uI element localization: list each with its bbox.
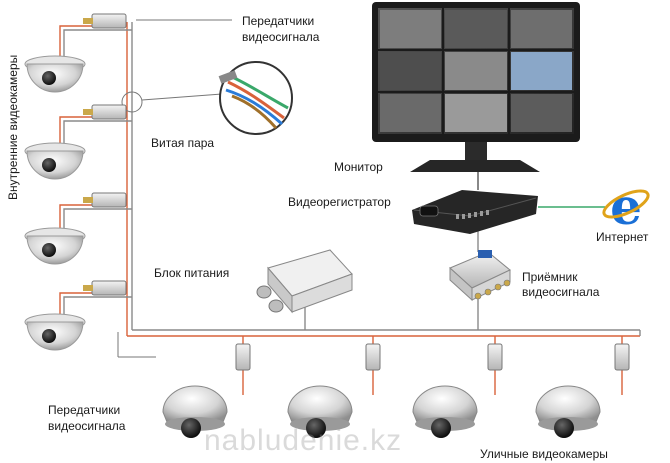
video-balun-icon bbox=[487, 343, 503, 371]
dome-camera-icon bbox=[24, 142, 86, 180]
label-receiver-2: видеосигнала bbox=[522, 285, 600, 299]
dome-camera-icon bbox=[412, 385, 478, 438]
video-balun-icon bbox=[365, 343, 381, 371]
twisted-pair-detail bbox=[218, 61, 293, 135]
label-internet: Интернет bbox=[596, 230, 649, 244]
label-transmitters-bottom-1: Передатчики bbox=[48, 403, 121, 417]
power-supply-icon bbox=[256, 249, 353, 314]
label-transmitters-top-1: Передатчики bbox=[242, 14, 315, 28]
video-balun-icon bbox=[235, 343, 251, 371]
receiver-icon bbox=[449, 250, 511, 302]
svg-text:e: e bbox=[610, 177, 642, 236]
dome-camera-icon bbox=[162, 385, 228, 438]
transmitters bbox=[83, 13, 630, 371]
dome-camera-icon bbox=[24, 313, 86, 351]
dvr-icon bbox=[412, 190, 538, 234]
dome-camera-icon bbox=[535, 385, 601, 438]
indoor-cameras bbox=[24, 55, 86, 351]
label-monitor: Монитор bbox=[334, 160, 383, 174]
watermark: nabludenie.kz bbox=[204, 424, 403, 457]
video-balun-icon bbox=[83, 104, 127, 120]
video-balun-icon bbox=[83, 280, 127, 296]
label-dvr: Видеорегистратор bbox=[288, 195, 391, 209]
label-transmitters-top-2: видеосигнала bbox=[242, 30, 320, 44]
video-balun-icon bbox=[83, 192, 127, 208]
outdoor-cameras bbox=[162, 385, 601, 438]
label-transmitters-bottom-2: видеосигнала bbox=[48, 419, 126, 433]
label-outdoor-cameras: Уличные видеокамеры bbox=[480, 447, 608, 461]
video-balun-icon bbox=[83, 13, 127, 29]
label-receiver-1: Приёмник bbox=[522, 270, 578, 284]
dome-camera-icon bbox=[24, 55, 86, 93]
label-indoor-cameras: Внутренние видеокамеры bbox=[6, 54, 20, 200]
label-twisted-pair: Витая пара bbox=[151, 136, 215, 150]
label-power-supply: Блок питания bbox=[154, 266, 230, 280]
monitor-icon bbox=[372, 2, 580, 172]
dome-camera-icon bbox=[287, 385, 353, 438]
internet-explorer-icon: e bbox=[602, 177, 650, 236]
video-balun-icon bbox=[614, 343, 630, 371]
dome-camera-icon bbox=[24, 227, 86, 265]
